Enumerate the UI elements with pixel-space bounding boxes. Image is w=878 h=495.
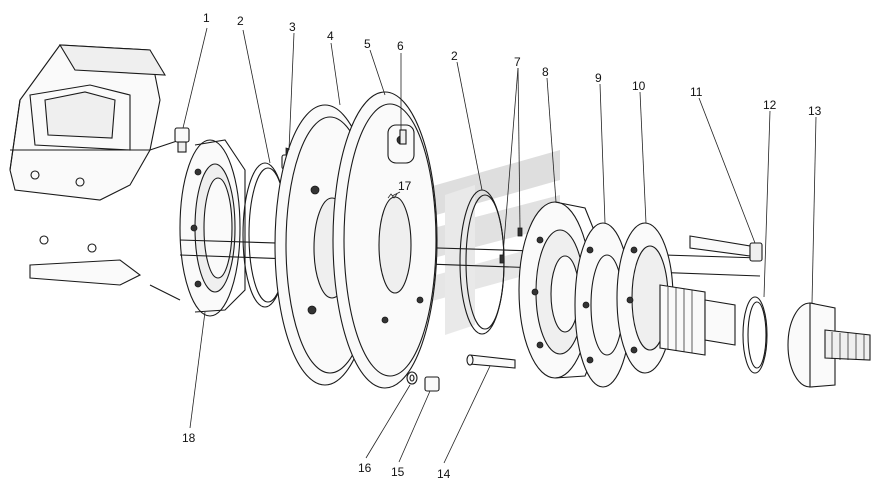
leader-7a [517,67,521,229]
part-15-nut [424,376,440,392]
callout-15: 15 [391,465,405,479]
leader-11 [698,97,756,244]
part-8-bearing-housing [518,201,601,379]
leader-10 [639,91,647,224]
leader-7b [502,67,519,256]
leader-5 [369,49,386,96]
callout-9: 9 [595,71,602,85]
callout-1: 1 [203,11,210,25]
leader-18 [189,311,206,429]
callout-3: 3 [289,20,296,34]
callout-11: 11 [690,85,703,99]
part-10-end-cover [616,222,674,374]
part-13-coupling [787,302,871,388]
callout-13: 13 [808,104,822,118]
part-6-pin [399,129,407,145]
leader-2b [456,61,483,191]
leader-12 [763,110,771,298]
callout-5: 5 [364,37,371,51]
leader-4 [330,42,341,106]
callout-4: 4 [327,29,334,43]
callout-18: 18 [182,431,196,445]
leader-3 [288,32,295,151]
leader-9 [599,83,606,224]
callout-2: 2 [237,14,244,28]
callout-7: 7 [514,55,521,69]
leader-14 [443,365,491,464]
leader-lines [182,27,817,464]
callout-12: 12 [763,98,777,112]
callout-6: 6 [397,39,404,53]
leader-8 [546,77,557,203]
bracket-plate [29,235,181,301]
callout-8: 8 [542,65,549,79]
callout-10: 10 [632,79,646,93]
splined-shaft [659,284,736,356]
callout-17: 17 [398,179,412,193]
leader-15 [398,390,431,463]
leader-16 [365,384,411,459]
part-11-bolt [689,235,763,262]
callout-labels: 1 2 3 4 5 6 2 7 8 9 10 11 12 13 17 18 16… [182,11,822,481]
part-12-snap-ring [742,296,768,374]
leader-13 [811,116,817,304]
callout-2-right: 2 [451,49,458,63]
bracket-housing [9,44,181,201]
part-1-bolt [174,127,190,153]
leader-17 [391,191,401,197]
callout-16: 16 [358,461,372,475]
part-5-pressure-plate [332,91,438,389]
part-18-flange-housing [179,139,246,317]
leader-1 [182,27,208,129]
part-14-dowel [466,354,516,369]
leader-2a [242,29,271,164]
part-16-washer [406,371,418,385]
callout-14: 14 [437,467,451,481]
